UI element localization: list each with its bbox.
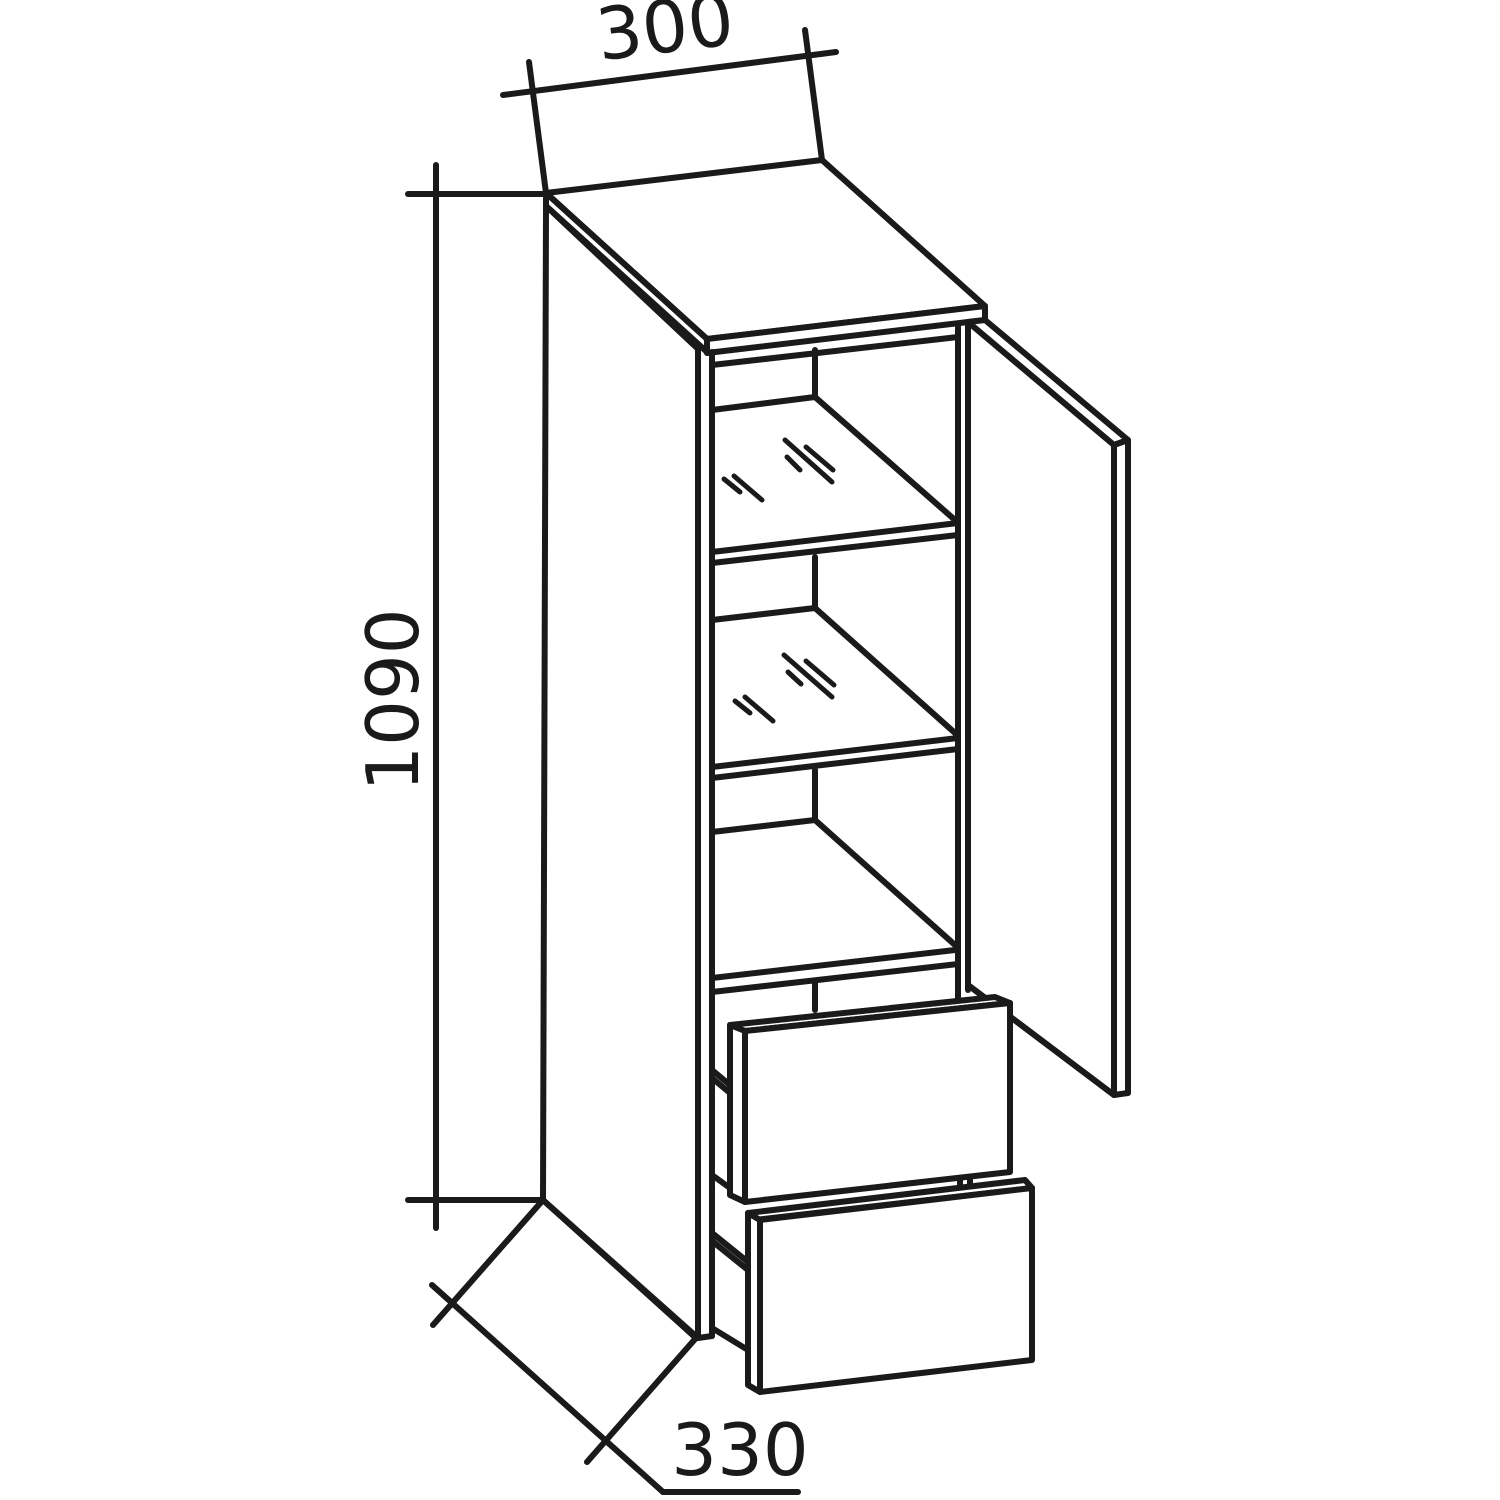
- cabinet-door: [965, 317, 1131, 1098]
- glass-reflection-icon: [721, 437, 836, 503]
- cabinet-body: [540, 157, 988, 1341]
- glass-shelf-2: [709, 652, 961, 781]
- door-edge: [1111, 437, 1131, 1098]
- upper-drawer-front: [742, 1000, 1013, 1205]
- bottom-shelf: [709, 947, 961, 1013]
- upper-drawer: [709, 994, 1013, 1205]
- height-dimension-label: 1090: [351, 608, 435, 791]
- height-dimension: 1090: [351, 162, 546, 1231]
- lower-drawer: [709, 1177, 1035, 1395]
- door-panel: [965, 319, 1117, 1098]
- lower-drawer-front: [757, 1185, 1035, 1395]
- cabinet-interior: [709, 347, 961, 1013]
- left-side-panel: [540, 203, 701, 1341]
- depth-dimension-label: 330: [671, 1408, 808, 1492]
- glass-shelf-1: [709, 437, 961, 566]
- glass-reflection-icon: [732, 652, 837, 724]
